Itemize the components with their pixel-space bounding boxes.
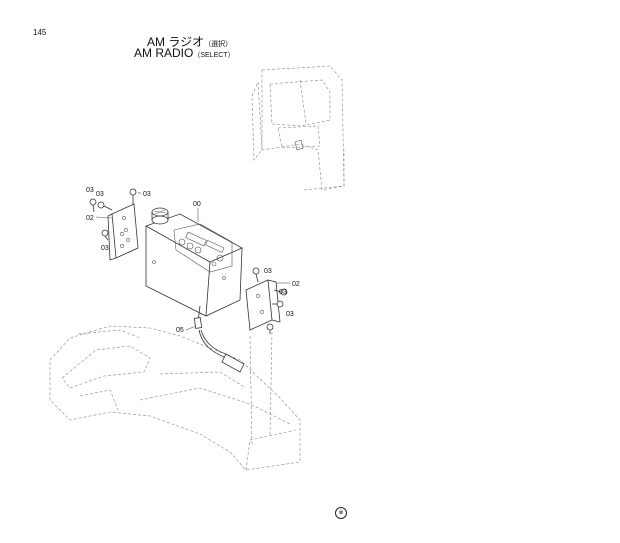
- antenna-lead: [193, 305, 245, 373]
- footer-mark: ※: [335, 507, 347, 519]
- callout-bolt-4: 03: [101, 245, 109, 252]
- callout-antenna-lead: 05: [176, 327, 184, 334]
- title-en-main: AM RADIO: [134, 46, 194, 60]
- radio-unit: [145, 207, 243, 317]
- callout-bolt-3: 03: [143, 191, 151, 198]
- callout-bolt-1: 03: [86, 187, 94, 194]
- title-japanese: AM ラジオ（選択）: [147, 33, 232, 50]
- title-en-sub: （SELECT）: [193, 52, 235, 59]
- callout-bolt-2: 03: [96, 191, 104, 198]
- console-ghost-outline: [49, 325, 301, 471]
- callout-labels: 00 02 02 03 03 03 03 03 03 03 05: [86, 187, 300, 334]
- callout-radio: 00: [193, 201, 201, 208]
- callout-leaders: [95, 191, 290, 331]
- callout-bracket-left: 02: [86, 215, 94, 222]
- callout-bolt-7: 03: [286, 311, 294, 318]
- callout-bolt-5: 03: [264, 268, 272, 275]
- title-english: AM RADIO（SELECT）: [134, 46, 235, 60]
- page-number: 145: [33, 28, 47, 37]
- bolt-hardware: [89, 188, 288, 334]
- bracket-right: [245, 279, 281, 331]
- title-jp-main: AM ラジオ: [147, 35, 205, 49]
- callout-bracket-right: 02: [292, 281, 300, 288]
- bracket-left: [107, 203, 139, 261]
- callout-bolt-6: 03: [279, 289, 287, 296]
- title-jp-sub: （選択）: [204, 41, 233, 48]
- cab-ghost-outline: [251, 65, 345, 191]
